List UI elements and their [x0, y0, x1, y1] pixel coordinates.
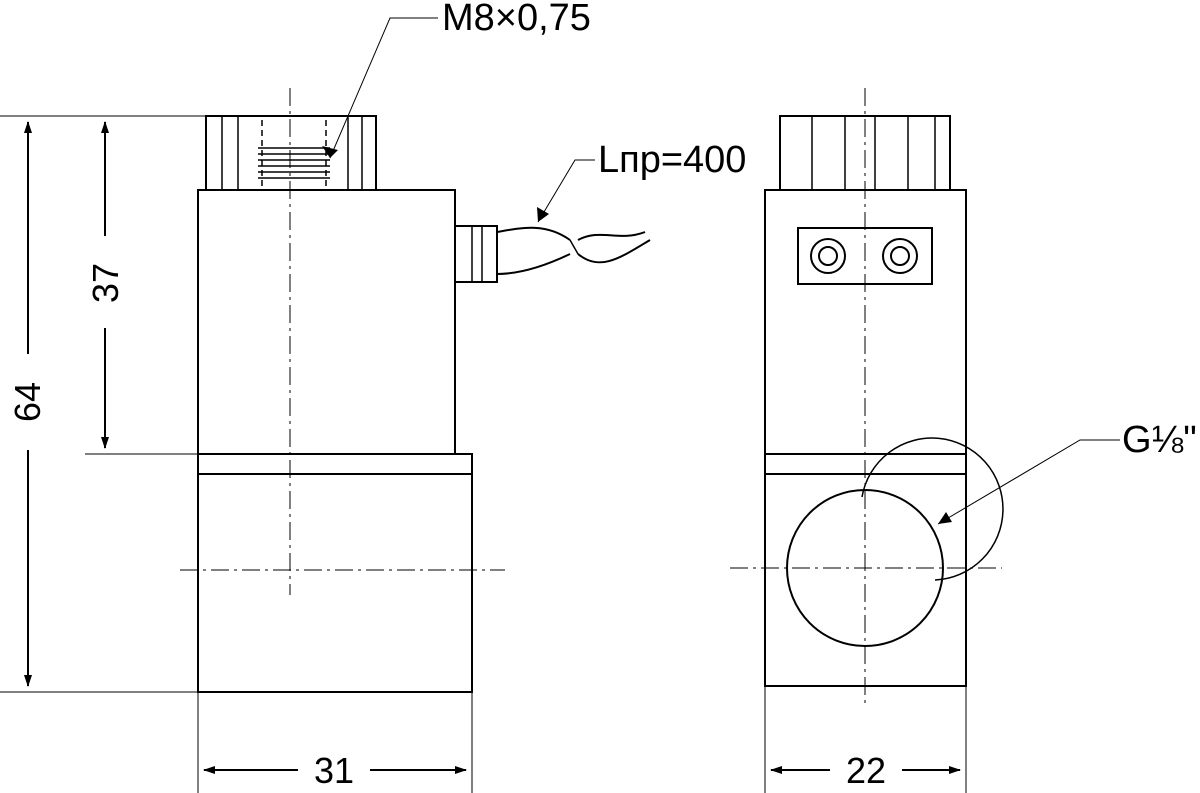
front-centerlines — [180, 88, 505, 595]
front-view — [197, 115, 651, 693]
cable-gland — [454, 225, 498, 283]
front-coil-body — [197, 189, 456, 455]
cable-leader — [537, 159, 595, 223]
cable-length-label: Lпр=400 — [598, 139, 746, 181]
dim-64-label: 64 — [7, 382, 48, 422]
leader-lines — [322, 17, 1120, 525]
thread-detail — [258, 120, 330, 186]
side-view — [764, 115, 1004, 687]
port-thread-label: G⅛" — [1122, 419, 1197, 461]
front-connector-cap — [205, 115, 377, 191]
terminal-screw — [882, 238, 918, 274]
thread-label: M8×0,75 — [442, 0, 591, 39]
terminal-screw — [810, 238, 846, 274]
front-flange — [197, 453, 473, 475]
dimension-lines — [0, 115, 967, 793]
dim-31-label: 31 — [314, 750, 354, 791]
side-centerlines — [730, 88, 1002, 705]
dim-22-label: 22 — [846, 750, 886, 791]
thread-leader — [329, 17, 438, 159]
dim-37-label: 37 — [85, 263, 126, 303]
cable — [496, 226, 571, 241]
port-leader — [937, 439, 1120, 525]
front-valve-body — [197, 473, 473, 693]
port-thread-arc — [861, 437, 1004, 581]
